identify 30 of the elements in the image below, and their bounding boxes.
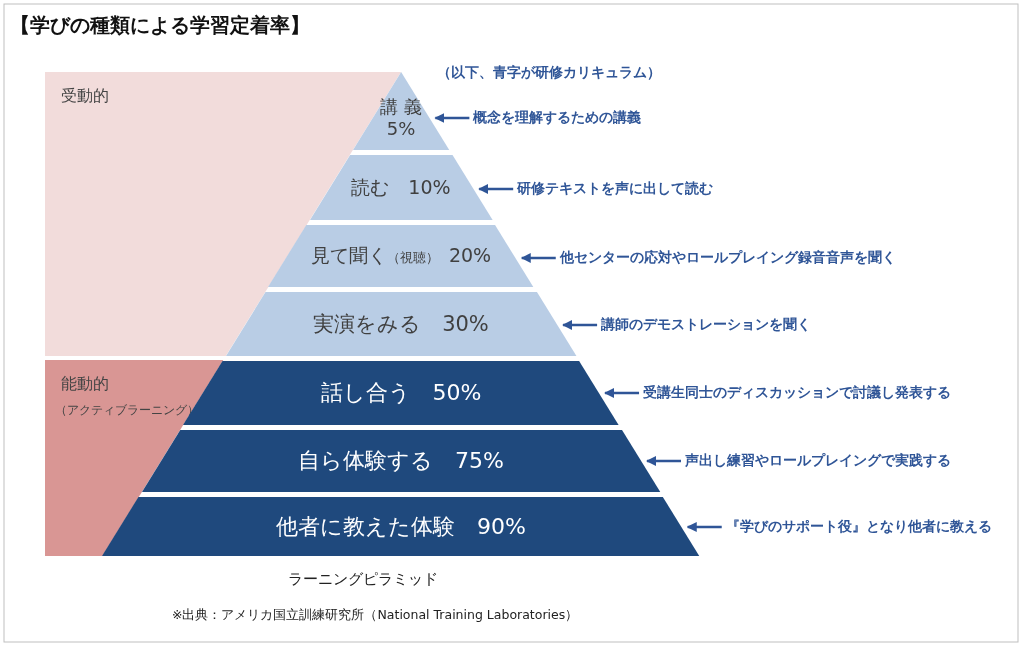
region-label: 能動的	[61, 374, 109, 395]
tier-label: 読む 10%	[351, 175, 451, 198]
arrow	[646, 456, 681, 466]
curriculum-note: 研修テキストを声に出して読む	[517, 180, 714, 198]
pyramid-caption: ラーニングピラミッド	[288, 570, 438, 589]
curriculum-note: 受講生同士のディスカッションで討議し発表する	[643, 384, 952, 402]
curriculum-note: 声出し練習やロールプレイングで実践する	[685, 452, 951, 470]
curriculum-note: 講師のデモストレーションを聞く	[601, 316, 812, 334]
range-note: （以下、青字が研修カリキュラム）	[437, 64, 661, 82]
region-sublabel: （アクティブラーニング）	[55, 402, 199, 419]
tier-label: 自ら体験する 75%	[298, 448, 504, 474]
tier-note: （視聴）	[386, 250, 439, 266]
curriculum-note: 他センターの応対やロールプレイング録音音声を聞く	[559, 249, 896, 267]
curriculum-note: 概念を理解するための講義	[473, 109, 642, 127]
tier-label: 講 義 5%	[380, 95, 422, 139]
region-label: 受動的	[61, 86, 109, 107]
arrow	[562, 320, 598, 330]
arrow	[686, 522, 722, 532]
arrow	[520, 253, 556, 263]
tier-label: 20%	[448, 244, 492, 267]
arrow	[604, 388, 640, 398]
curriculum-note: 『学びのサポート役』となり他者に教える	[725, 518, 992, 536]
source-note: ※出典：アメリカ国立訓練研究所（National Training Laboratories）	[172, 607, 579, 624]
tier-label: 他者に教えた体験 90%	[276, 513, 526, 539]
diagram-title: 【学びの種類による学習定着率】	[10, 12, 310, 39]
tier-label: 見て聞く	[310, 244, 387, 267]
arrow	[434, 113, 470, 123]
tier-label: 話し合う 50%	[320, 380, 482, 406]
tier-label: 実演をみる 30%	[313, 311, 489, 336]
arrow	[478, 184, 514, 194]
